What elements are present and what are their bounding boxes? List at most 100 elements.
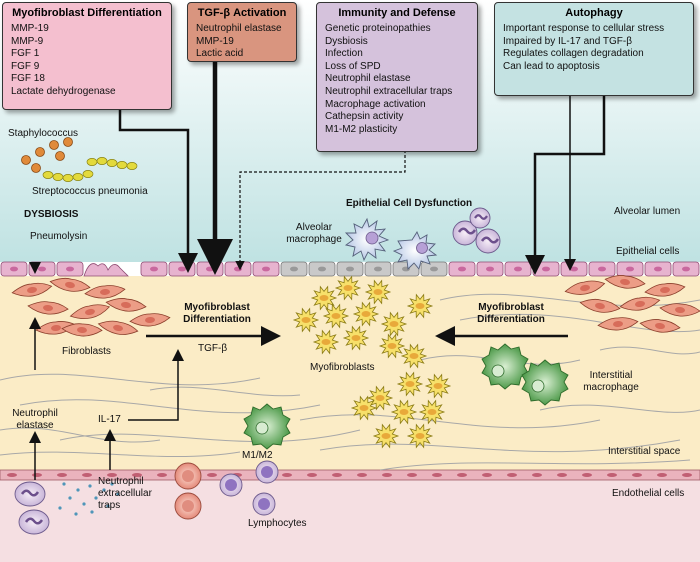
label-line: Differentiation	[477, 314, 545, 325]
label-il17: IL-17	[98, 414, 121, 425]
endothelial-nucleus	[282, 473, 292, 477]
label-line: Neutrophil	[12, 408, 58, 419]
myofibroblast	[342, 325, 370, 351]
endothelial-nucleus	[357, 473, 367, 477]
myofibroblast	[352, 301, 380, 327]
strep-bead	[52, 173, 64, 181]
endothelial-nucleus	[407, 473, 417, 477]
arrow-immunity-box	[235, 150, 406, 271]
net-particle	[82, 502, 86, 506]
box-title: Immunity and Defense	[338, 7, 456, 19]
label-line: Myofibroblast	[478, 302, 544, 313]
label-epithelial-dysfunction: Epithelial Cell Dysfunction	[346, 198, 473, 209]
label-line: Neutrophil	[98, 476, 144, 487]
endothelial-nucleus	[382, 473, 392, 477]
box-item: Dysbiosis	[325, 35, 368, 47]
endothelial-nucleus	[57, 473, 67, 477]
epithelial-nucleus	[626, 266, 634, 272]
collagen-fiber	[439, 293, 700, 307]
epithelial-nucleus	[374, 266, 382, 272]
fibroblast	[11, 282, 53, 297]
net-particle	[74, 512, 78, 516]
autophagy-box: Autophagy Important response to cellular…	[494, 2, 694, 96]
pathway-arrows	[29, 40, 606, 480]
label-line: Myofibroblast	[184, 302, 250, 313]
fibroblast	[564, 280, 606, 295]
neutrophils-lumen	[452, 207, 501, 254]
myofibroblast	[364, 279, 392, 305]
box-item: Important response to cellular stress	[503, 23, 665, 34]
collagen-fiber	[0, 451, 241, 458]
epithelial-nucleus	[346, 266, 354, 272]
myofibroblast-cluster	[292, 275, 452, 449]
m1-m2-macrophage	[243, 403, 291, 450]
label-interstitial-macrophage: Interstitial macrophage	[576, 370, 646, 394]
endothelial-nucleus	[207, 473, 217, 477]
endothelial-nucleus	[432, 473, 442, 477]
label-myofibroblast-differentiation-center: Myofibroblast Differentiation	[172, 302, 262, 326]
box-item: Loss of SPD	[325, 60, 381, 72]
endothelial-nucleus	[557, 473, 567, 477]
label-neutrophil-elastase: Neutrophil elastase	[4, 408, 66, 432]
fibroblasts-right	[564, 275, 700, 333]
epithelial-nucleus	[430, 266, 438, 272]
endothelial-nucleus	[532, 473, 542, 477]
label-alveolar-lumen: Alveolar lumen	[614, 206, 681, 217]
myofibroblast	[406, 423, 434, 449]
label-line: macrophage	[286, 234, 342, 245]
damaged-epithelial-cell	[83, 263, 129, 277]
label-myofibroblasts: Myofibroblasts	[310, 362, 375, 373]
endothelial-nucleus	[482, 473, 492, 477]
epithelial-nucleus	[514, 266, 522, 272]
epithelial-nucleus	[150, 266, 158, 272]
fibroblast	[61, 323, 103, 337]
epithelial-nucleus	[290, 266, 298, 272]
arrow-il17	[128, 349, 184, 421]
epithelial-nucleus	[262, 266, 270, 272]
fibroblast	[69, 304, 111, 320]
label-line: Interstitial	[589, 370, 633, 381]
endothelial-nucleus	[682, 473, 692, 477]
endothelial-nucleus	[32, 473, 42, 477]
myofibroblast	[380, 311, 408, 337]
collagen-fiber	[149, 386, 301, 397]
epithelial-nucleus	[570, 266, 578, 272]
net-particle	[76, 488, 80, 492]
epithelial-nucleus	[10, 266, 18, 272]
box-item: M1-M2 plasticity	[325, 123, 398, 135]
box-item: Genetic proteinopathies	[325, 23, 431, 34]
box-item: Lactate dehydrogenase	[11, 85, 116, 97]
fibroblast	[639, 319, 681, 333]
label-epithelial-cells: Epithelial cells	[616, 246, 680, 257]
fibroblast	[105, 298, 147, 312]
strep-bead	[82, 170, 94, 178]
epithelial-nucleus	[234, 266, 242, 272]
endothelial-nucleus	[7, 473, 17, 477]
epithelial-nucleus	[38, 266, 46, 272]
label-dysbiosis: DYSBIOSIS	[24, 209, 79, 220]
strep-bead	[116, 161, 128, 169]
myofibroblast	[390, 399, 418, 425]
label-m1-m2: M1/M2	[242, 450, 273, 461]
net-particle	[58, 506, 62, 510]
box-item: MMP-19	[11, 23, 49, 34]
label-line: macrophage	[583, 382, 639, 393]
label-alveolar-macrophage: Alveolar macrophage	[284, 222, 344, 246]
immunity-and-defense-box: Immunity and Defense Genetic proteinopat…	[316, 2, 478, 152]
endothelial-nucleus	[507, 473, 517, 477]
myofibroblast	[418, 399, 446, 425]
myofibroblast	[378, 333, 406, 359]
strep-bead	[106, 159, 118, 167]
fibroblast	[35, 321, 77, 335]
box-item: Neutrophil elastase	[196, 23, 282, 34]
fibroblast	[97, 320, 139, 335]
endothelial-nucleus	[332, 473, 342, 477]
label-line: traps	[98, 500, 121, 511]
myofibroblast	[322, 303, 350, 329]
epithelial-layer	[0, 261, 700, 277]
myofibroblast	[292, 307, 320, 333]
epithelial-nucleus	[66, 266, 74, 272]
